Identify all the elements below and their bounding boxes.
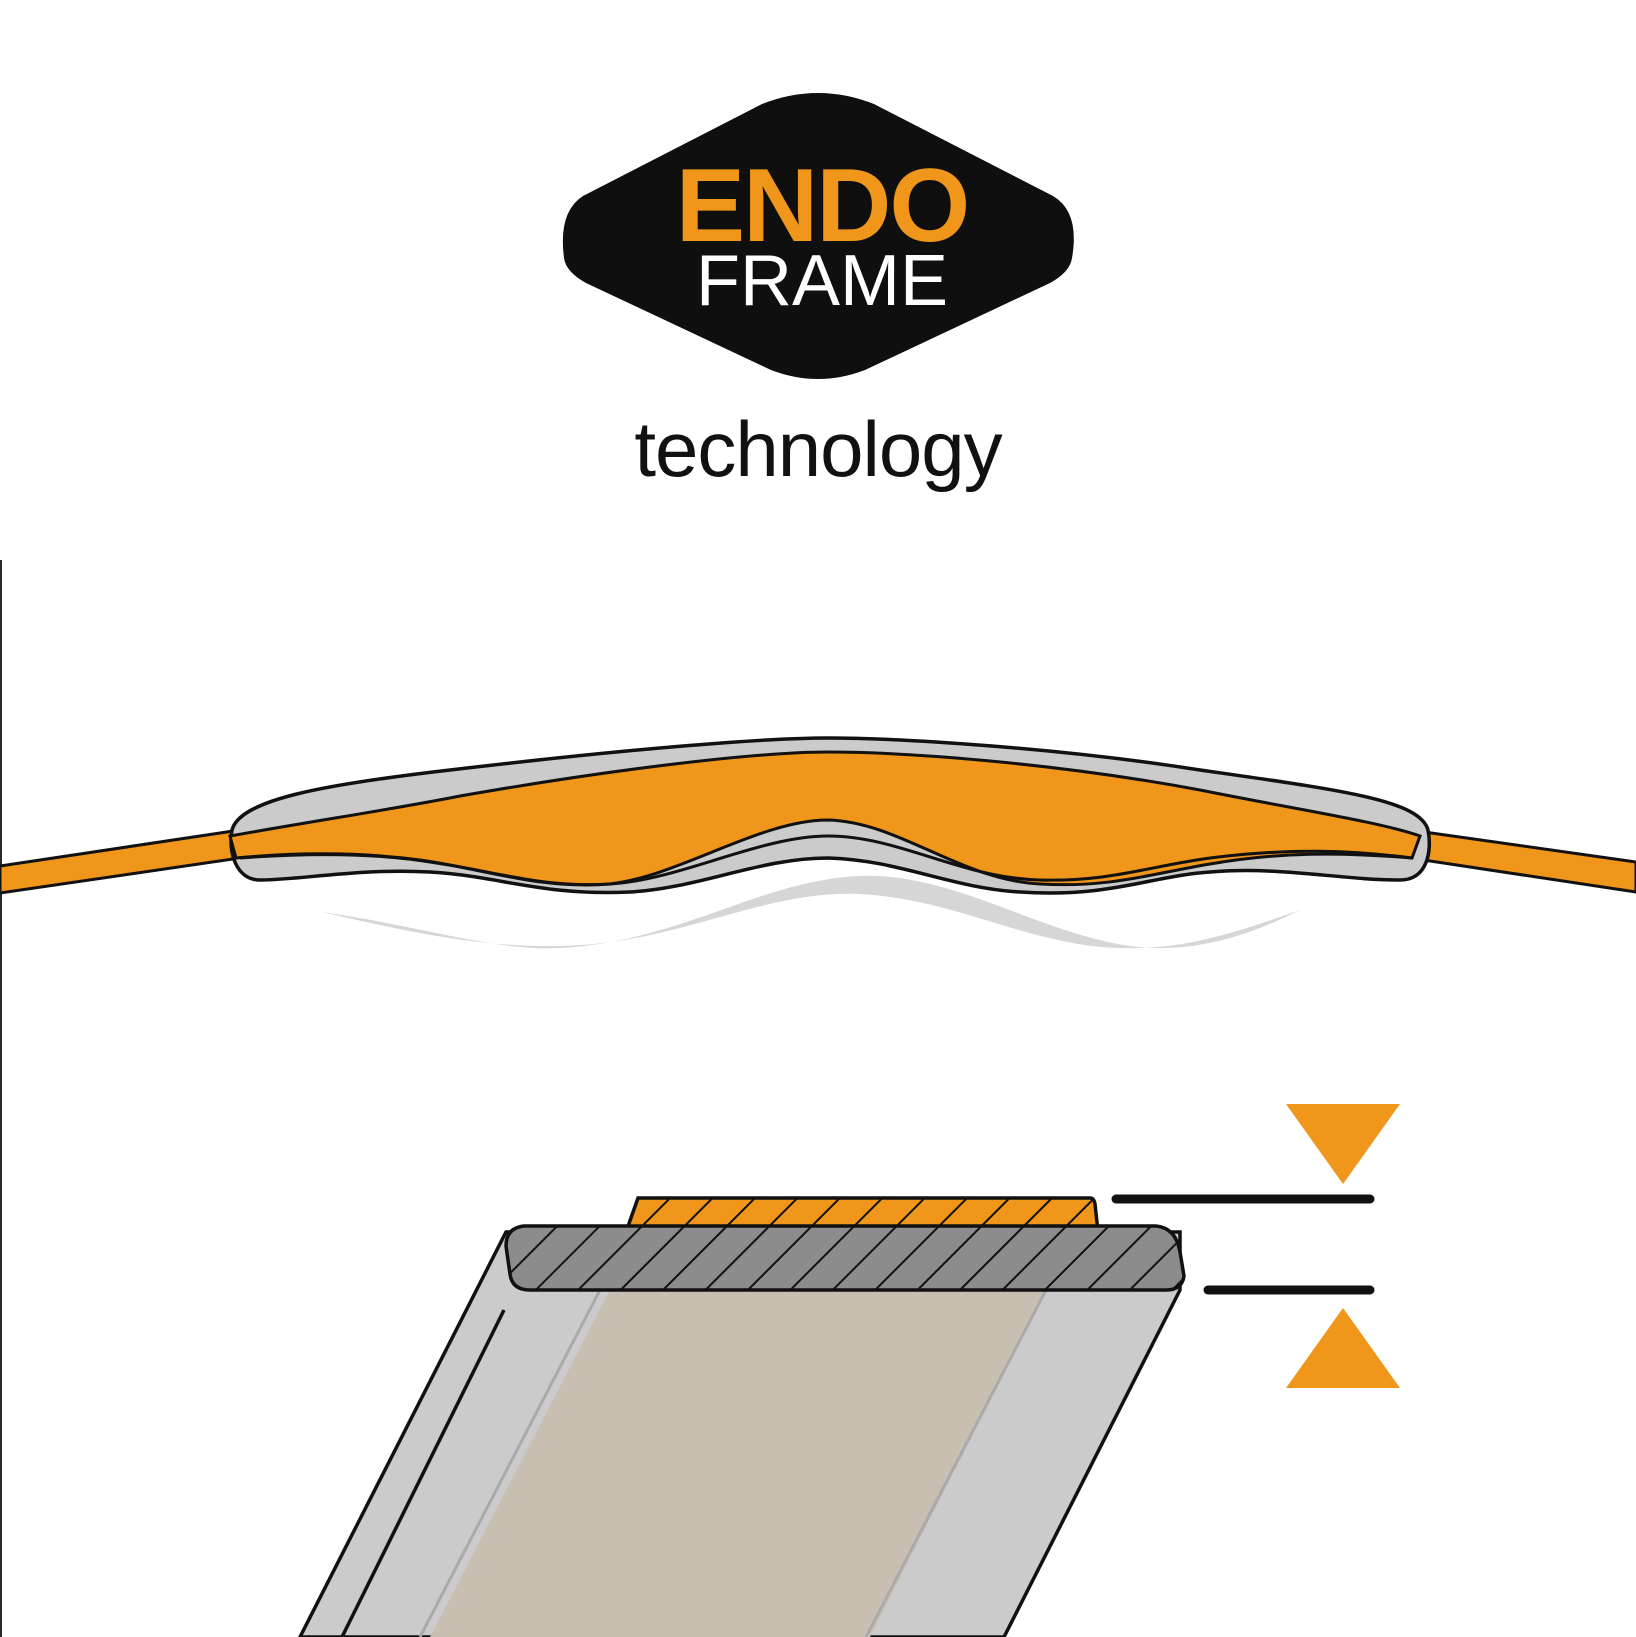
- tube-guide-line: [418, 1289, 602, 1637]
- frame-cross-section-top: [0, 736, 1636, 949]
- tube-inner-face: [430, 1290, 1046, 1637]
- orange-strap-left: [0, 828, 242, 895]
- gray-hatched-wall: [504, 1224, 1186, 1292]
- tube-guide-line: [864, 1289, 1048, 1637]
- shadow-wave: [322, 875, 1300, 949]
- tube-cross-section: [298, 1104, 1400, 1637]
- orange-hatched-insert: [623, 1196, 1100, 1234]
- logo-endo-text: ENDO: [676, 148, 968, 264]
- tube-edge-line: [340, 1309, 506, 1637]
- left-edge-rule: [0, 560, 2, 1637]
- endoframe-logo: ENDO FRAME: [562, 93, 1074, 379]
- orange-strap-right: [1408, 828, 1636, 894]
- triangle-up-icon: [1286, 1308, 1400, 1388]
- logo-subtitle: technology: [634, 405, 1002, 493]
- triangle-down-icon: [1286, 1104, 1400, 1184]
- logo-frame-text: FRAME: [696, 241, 948, 321]
- logo-diamond-badge: [562, 93, 1074, 379]
- inner-lip-line: [239, 834, 1413, 887]
